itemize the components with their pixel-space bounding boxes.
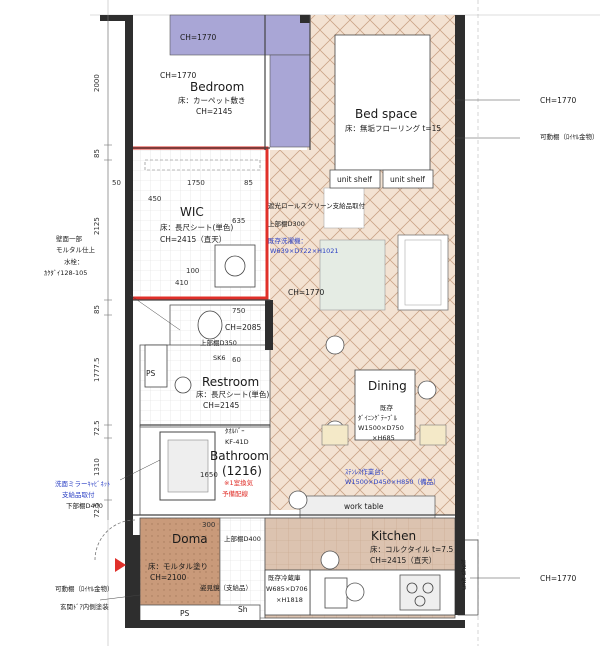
wic-ch: CH=2415（直天）: [160, 235, 227, 244]
steel-table-2: W1500×D450×H850（備品）: [345, 478, 440, 486]
fridge-label-3: ×H1818: [276, 596, 303, 604]
wic-title: WIC: [180, 205, 204, 219]
bedroom-ch-corner: CH=1770: [160, 71, 197, 80]
towel-bar-model: KF-41D: [225, 438, 249, 446]
dim-750: 750: [232, 307, 246, 315]
bed: [334, 34, 431, 171]
fridge-label-1: 既存冷蔵庫: [268, 574, 301, 582]
dim-17775: 1777.5: [93, 357, 101, 383]
mirror-note-2: 支給品取付: [62, 491, 95, 499]
dining-table: [354, 369, 416, 441]
dim-450: 450: [148, 195, 162, 203]
dim-1750: 1750: [187, 179, 205, 187]
bedroom-title: Bedroom: [190, 80, 245, 94]
dim-2000: 2000: [93, 74, 101, 92]
dim-85c: 85: [244, 179, 253, 187]
dim-100: 100: [186, 267, 200, 275]
restroom-title: Restroom: [202, 375, 260, 389]
entry-arrow-icon: [115, 558, 126, 572]
dining-note-3: W1500×D750: [358, 424, 404, 432]
movable-shelf-left: 可動棚（ﾛｲﾔﾙ金物）: [55, 585, 114, 593]
dim-85b: 85: [93, 305, 101, 314]
sk-label: SK6: [213, 354, 226, 362]
dim-85a: 85: [93, 149, 101, 158]
wic-floor: 床：長尺シート(単色): [160, 223, 234, 232]
dining-title: Dining: [368, 379, 407, 393]
unit-shelf-1: unit shelf: [337, 175, 372, 184]
dim-725: 72.5: [93, 420, 101, 436]
doma-title: Doma: [172, 532, 208, 546]
steel-table-1: ｽﾃﾝﾚｽ作業台：: [345, 468, 388, 476]
dim-60: 60: [232, 356, 241, 364]
unit-shelf-3: unit shelf: [460, 559, 468, 590]
doma-ch: CH=2100: [150, 573, 187, 582]
faucet-note-1: 水栓：: [64, 258, 84, 266]
entry-door-note: 玄関ﾄﾞｱ内側塗装: [60, 603, 109, 611]
washer-label-1: 既存洗濯機：: [268, 237, 307, 245]
roll-screen-note: 遮光ロールスクリーン支給品取付: [268, 202, 366, 210]
rug: [319, 239, 386, 311]
sh-label: Sh: [238, 605, 248, 614]
bathroom-note-2: 予備配線: [222, 490, 248, 498]
wall-note-2: モルタル仕上: [56, 246, 95, 254]
restroom-floor: 床：長尺シート(単色): [196, 390, 270, 399]
ch-right-1: CH=1770: [540, 96, 577, 105]
kitchen-floor-text: 床：コルクタイル t=7.5: [370, 545, 454, 554]
upper-cabinet-300: 上部棚D300: [268, 220, 305, 228]
bedroom-low-ceiling: [169, 14, 311, 56]
dim-2125: 2125: [93, 217, 101, 235]
wall-note-1: 壁面一部: [56, 235, 82, 243]
dining-note-2: ﾀﾞｲﾆﾝｸﾞﾃｰﾌﾞﾙ: [358, 414, 397, 422]
kitchen-title: Kitchen: [371, 529, 417, 543]
doma-floor: [139, 517, 221, 619]
bedroom-ch: CH=2145: [196, 107, 233, 116]
bedroom-floor: 床：カーペット敷き: [178, 96, 246, 105]
kitchen-ch: CH=2415（直天）: [370, 556, 437, 565]
dim-1650: 1650: [200, 471, 218, 479]
movable-shelf-right: 可動棚（ﾛｲﾔﾙ金物）: [540, 133, 599, 141]
bed-space-floor: 床：無垢フローリング t=15: [345, 124, 442, 133]
upper-cabinet-350: 上部棚D350: [200, 339, 237, 347]
dim-635: 635: [232, 217, 246, 225]
dim-300: 300: [202, 521, 216, 529]
dim-410: 410: [175, 279, 189, 287]
bedroom-ch-top: CH=1770: [180, 33, 217, 42]
fridge-label-2: W685×D706: [266, 585, 308, 593]
bathroom-note-1: ※1室換気: [224, 479, 254, 487]
restroom-ch: CH=2145: [203, 401, 240, 410]
towel-bar: ﾀｵﾙﾊﾞｰ: [225, 427, 245, 435]
dim-725b: 72.5: [93, 502, 101, 518]
mirror-note-1: 洗面ミラーｷｬﾋﾞﾈｯﾄ: [55, 480, 111, 488]
washer-label-2: W639×D722×H1021: [270, 247, 339, 255]
ps-label-2: PS: [180, 609, 190, 618]
dining-note-1: 既存: [380, 404, 393, 412]
bathroom-title: Bathroom: [210, 449, 269, 463]
ch-mid: CH=1770: [288, 288, 325, 297]
mirror-shoe: 姿見鏡（支給品）: [200, 584, 252, 592]
upper-cabinet-400: 上部棚D400: [224, 535, 261, 543]
dim-50: 50: [112, 179, 121, 187]
work-table-label: work table: [344, 502, 384, 511]
bed-space-title: Bed space: [355, 107, 418, 121]
mirror-note-3: 下部棚D400: [66, 502, 103, 510]
ps-label-1: PS: [146, 369, 156, 378]
ch-right-2: CH=1770: [540, 574, 577, 583]
bathroom-size: (1216): [222, 464, 262, 478]
unit-shelf-2: unit shelf: [390, 175, 425, 184]
restroom-ch-upper: CH=2085: [225, 323, 262, 332]
faucet-note-2: ｶｸﾀﾞｲ128-105: [44, 269, 88, 277]
dim-1310: 1310: [93, 458, 101, 476]
dining-note-4: ×H685: [372, 434, 395, 442]
doma-floor-text: 床：モルタル塗り: [148, 562, 208, 571]
